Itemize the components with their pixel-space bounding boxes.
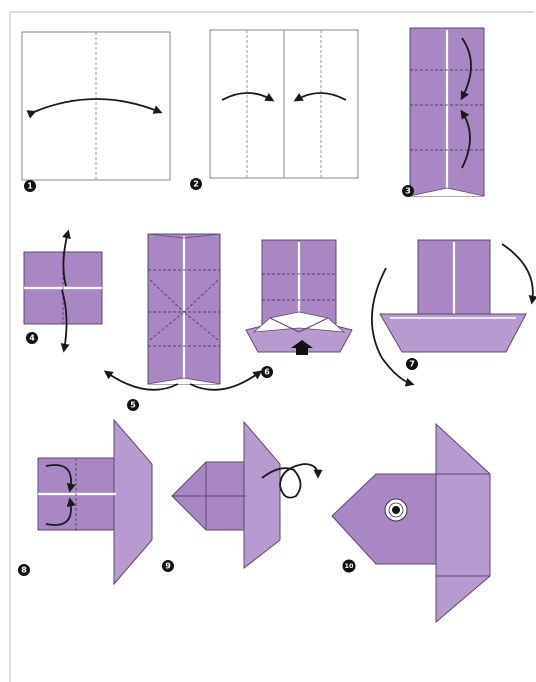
- step-7-number: 7: [409, 360, 415, 369]
- step-10-number: 10: [344, 562, 354, 570]
- step-3-number: 3: [405, 187, 411, 196]
- step-10-head: [332, 474, 436, 564]
- step-7-badge: 7: [406, 358, 418, 370]
- step-8-number: 8: [21, 566, 27, 575]
- step-10: 10: [332, 424, 490, 622]
- step-9-number: 9: [165, 562, 171, 571]
- fish-eye-icon: [385, 499, 407, 521]
- step-9: 9: [162, 422, 318, 572]
- step-7: 7: [372, 240, 533, 384]
- step-3-badge: 3: [402, 185, 414, 197]
- step-4-number: 4: [29, 334, 35, 343]
- step-6-badge: 6: [261, 366, 273, 378]
- step-2-number: 2: [193, 180, 199, 189]
- step-9-tail: [244, 422, 280, 568]
- step-4: 4: [24, 232, 102, 350]
- step-9-badge: 9: [162, 560, 174, 572]
- step-3: 3: [402, 28, 484, 197]
- step-2-badge: 2: [190, 178, 202, 190]
- step-5: 5: [106, 234, 260, 411]
- step-10-tail: [436, 424, 490, 622]
- step-1: 1: [22, 32, 170, 192]
- step-4-badge: 4: [26, 332, 38, 344]
- step-8-badge: 8: [18, 564, 30, 576]
- step-8-tail: [114, 420, 152, 584]
- step-1-badge: 1: [24, 180, 36, 192]
- step-5-badge: 5: [127, 399, 139, 411]
- step-6: 6: [246, 240, 352, 378]
- step-1-number: 1: [27, 182, 33, 191]
- step-10-badge: 10: [343, 560, 356, 573]
- step-5-number: 5: [130, 401, 136, 410]
- step-8: 8: [18, 420, 152, 584]
- step-6-number: 6: [264, 368, 270, 377]
- step-7-boat-base: [380, 314, 526, 352]
- step-2: 2: [190, 30, 358, 190]
- step-7-right-arrow: [502, 244, 533, 302]
